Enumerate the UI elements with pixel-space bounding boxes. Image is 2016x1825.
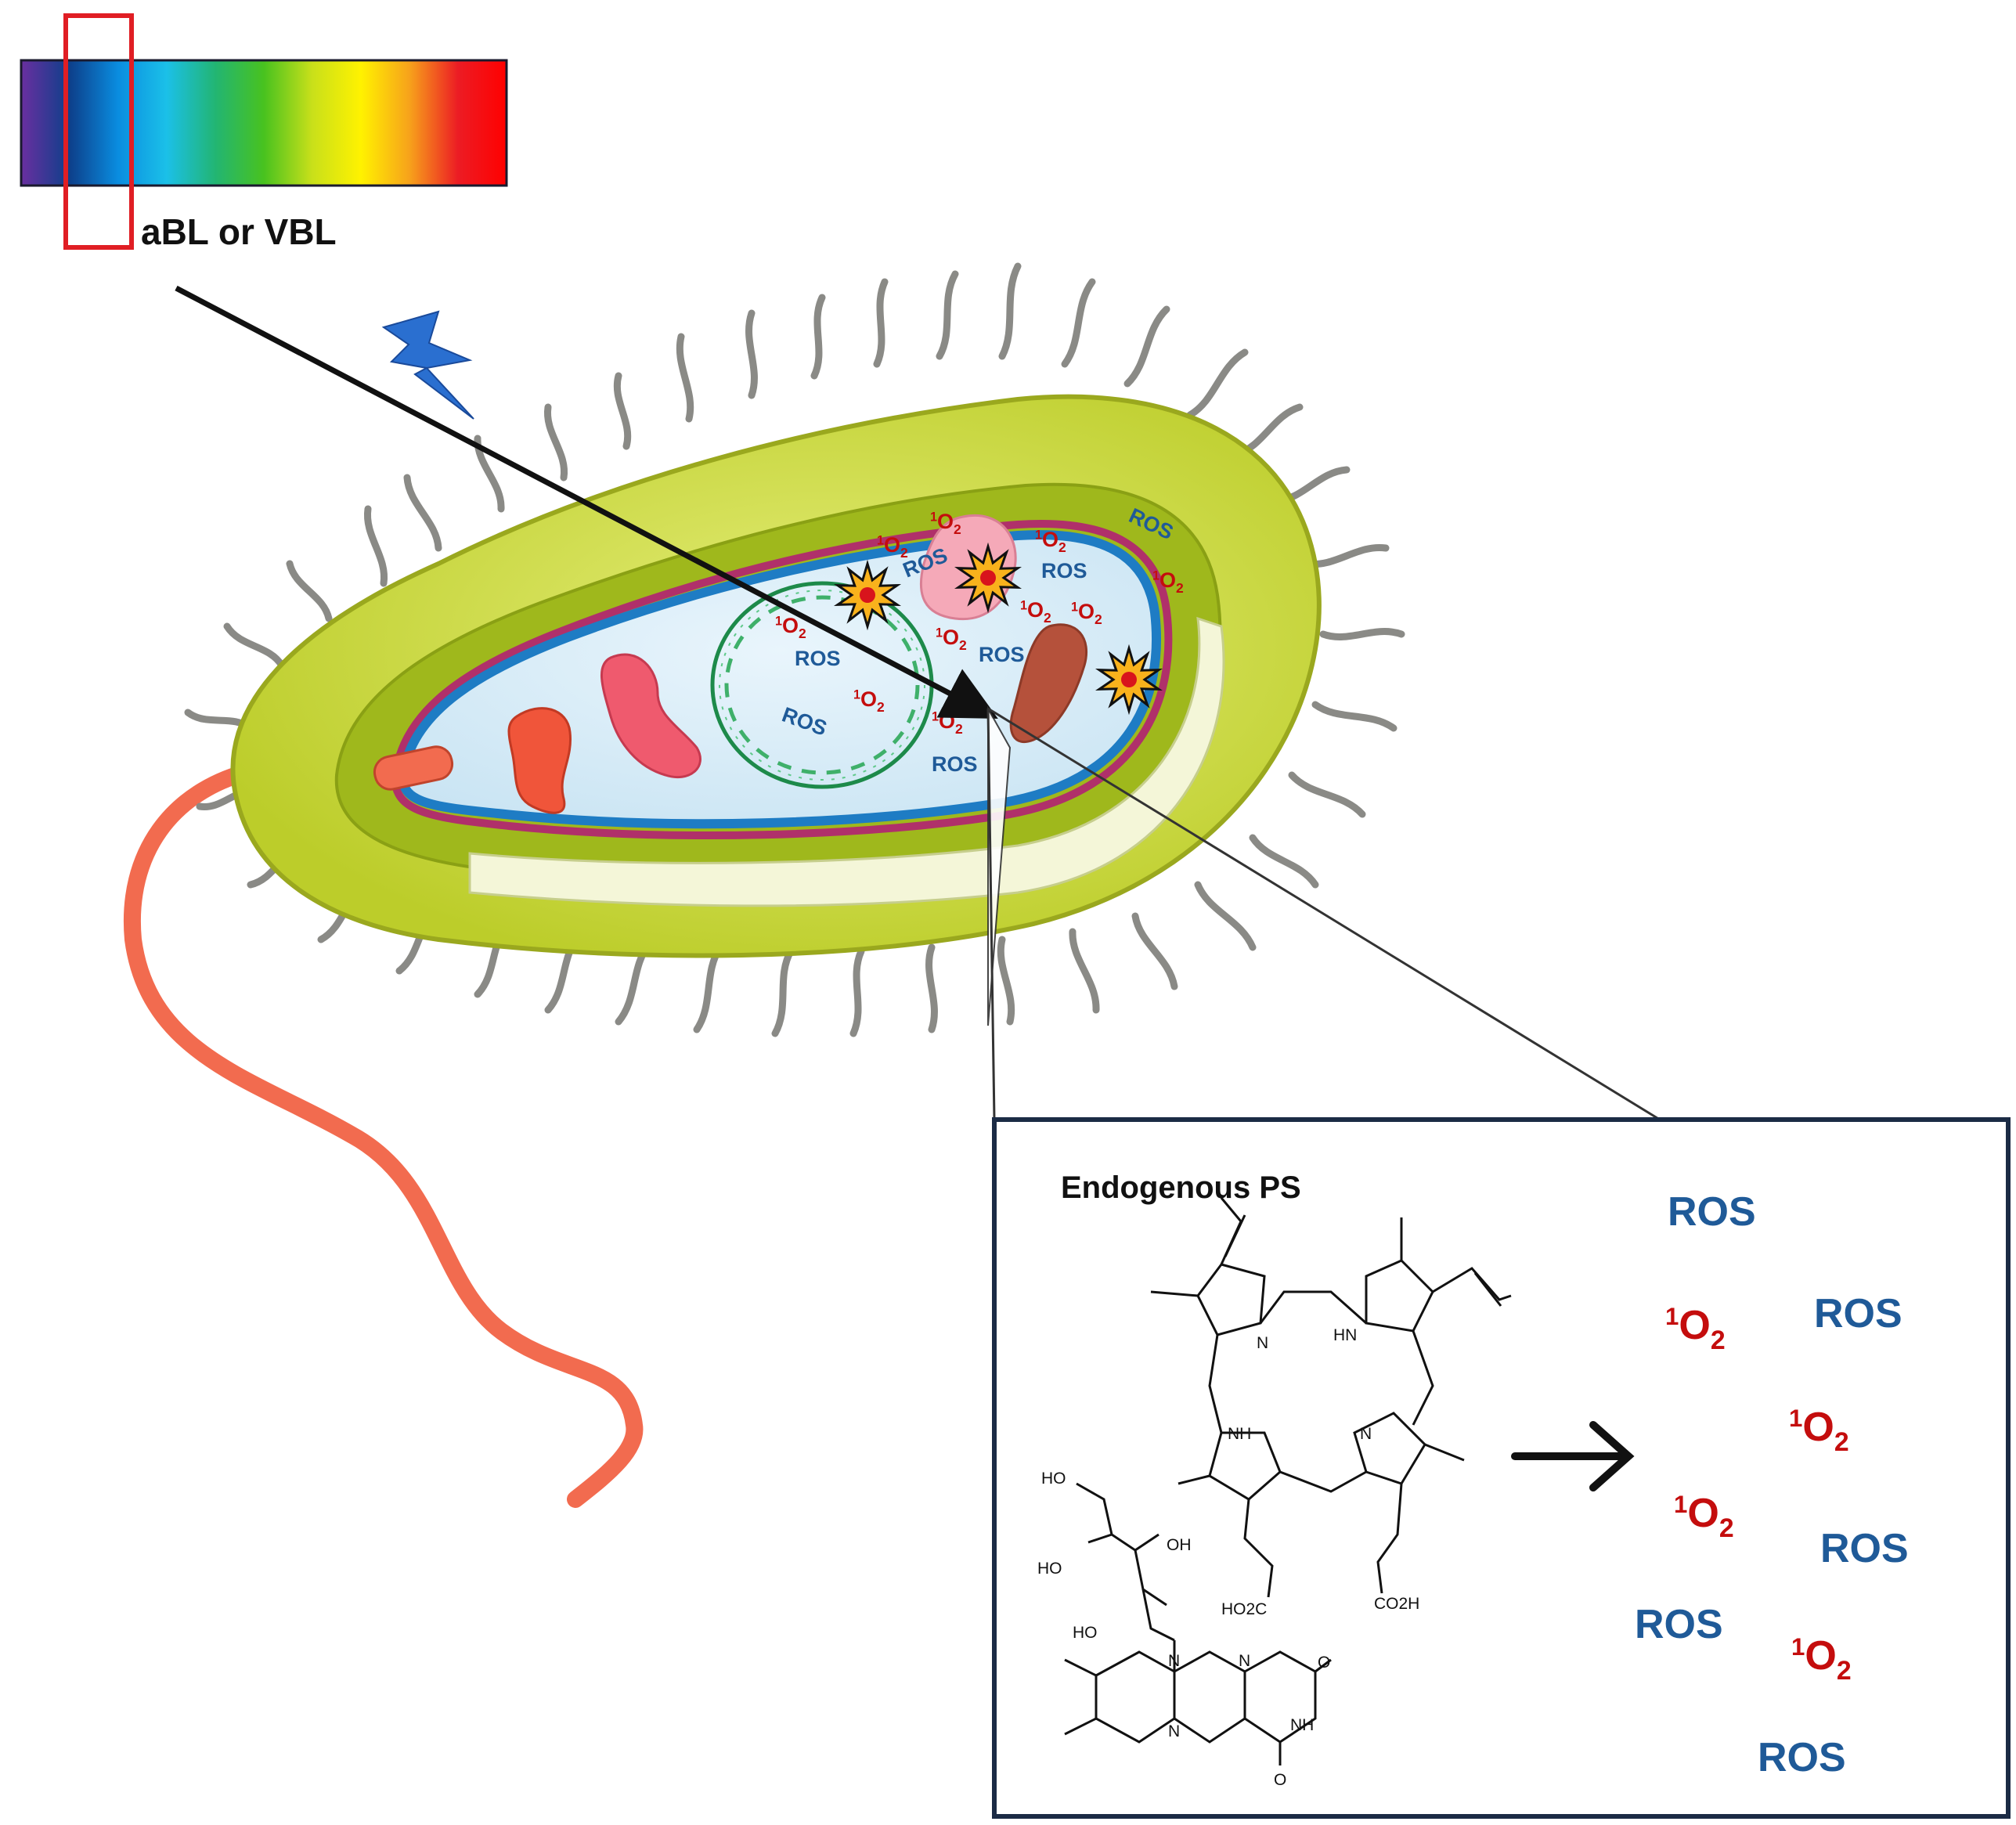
pilus: [810, 294, 826, 380]
chem-label-n: N: [1168, 1652, 1180, 1670]
cell-singlet-oxygen-label: 1O2: [930, 510, 961, 537]
chem-label-o: O: [1318, 1654, 1330, 1672]
pilus: [1194, 881, 1257, 951]
spectrum-label: aBL or VBL: [141, 211, 337, 252]
pilus: [1249, 834, 1319, 889]
oxidative-damage-bursts: [833, 542, 1163, 716]
pilus: [936, 270, 959, 360]
chem-label-n: N: [1360, 1425, 1372, 1443]
cell-singlet-oxygen-label: 1O2: [853, 687, 885, 715]
pilus: [771, 947, 795, 1037]
zoom-line-left: [986, 708, 996, 1120]
pilus: [745, 309, 758, 399]
chem-label-n: N: [1239, 1652, 1250, 1670]
pilus: [1061, 278, 1096, 368]
inset-singlet-oxygen-label: 1O2: [1791, 1633, 1852, 1686]
pilus: [1288, 771, 1366, 818]
pilus: [363, 505, 388, 587]
lightning-icon: [381, 310, 474, 420]
pilus: [1311, 701, 1397, 732]
pilus: [1319, 628, 1405, 640]
chem-label-ho: HO: [1037, 1560, 1062, 1578]
protein-orange: [507, 707, 572, 814]
pilus: [1131, 912, 1178, 990]
pilus: [693, 943, 724, 1033]
inset-ros-label: ROS: [1814, 1291, 1902, 1336]
pilus: [998, 262, 1022, 360]
pilus: [849, 947, 865, 1037]
chem-label-co2h: CO2H: [1374, 1595, 1419, 1613]
cell-singlet-oxygen-label: 1O2: [1152, 568, 1184, 596]
damage-burst-core-icon: [860, 587, 875, 603]
protein-brown: [1009, 623, 1088, 743]
endogenous-ps-inset: Endogenous PS N HN NH N HO2C CO2H: [992, 1117, 2011, 1819]
inset-ros-label: ROS: [1668, 1189, 1756, 1235]
spectrum-bar: [20, 59, 508, 187]
chem-label-n: N: [1168, 1722, 1180, 1740]
inset-singlet-oxygen-label: 1O2: [1674, 1491, 1734, 1543]
inset-singlet-oxygen-label: 1O2: [1789, 1405, 1849, 1457]
cell-singlet-oxygen-label: 1O2: [1035, 528, 1066, 555]
chem-label-hn: HN: [1333, 1326, 1357, 1344]
periplasm-light-band: [468, 616, 1225, 907]
inset-frame: [992, 1117, 2011, 1819]
pilus: [286, 560, 333, 622]
inset-singlet-oxygen-label: 1O2: [1665, 1303, 1726, 1355]
cell-singlet-oxygen-label: 1O2: [775, 614, 806, 641]
inset-title: Endogenous PS: [1061, 1170, 1301, 1205]
pilus: [403, 474, 442, 552]
chem-label-nh: NH: [1228, 1425, 1251, 1443]
outer-membrane: [391, 520, 1173, 839]
cell-singlet-oxygen-label: 1O2: [1020, 598, 1051, 626]
pilus: [613, 372, 632, 450]
membrane-channel: [373, 745, 454, 791]
chem-label-nh: NH: [1290, 1716, 1314, 1734]
chem-label-oh: OH: [1167, 1536, 1192, 1554]
flavin-structure: [1064, 1482, 1332, 1765]
light-spectrum: aBL or VBL: [20, 13, 508, 252]
blue-light-selection-box: [63, 13, 134, 250]
inset-ros-labels: ROS ROS ROS ROS ROS 1O2 1O2 1O2 1O2: [1635, 1189, 1909, 1780]
flagellum: [123, 763, 644, 1508]
light-penetration-arrow: [175, 285, 998, 719]
pilus: [543, 403, 568, 481]
pilus: [1186, 348, 1249, 419]
porphyrin-structure: [1150, 1197, 1512, 1598]
cell-singlet-oxygen-label: 1O2: [1071, 600, 1102, 627]
inset-ros-label: ROS: [1635, 1602, 1723, 1647]
pilus: [1069, 928, 1100, 1014]
reaction-arrow: [1511, 1421, 1635, 1491]
pilus: [925, 943, 938, 1033]
cell-ros-label: ROS: [795, 647, 841, 670]
chem-label-ho: HO: [1073, 1624, 1098, 1642]
damage-burst-core-icon: [980, 570, 996, 586]
chem-label-n: N: [1257, 1334, 1268, 1352]
inset-ros-label: ROS: [1758, 1735, 1846, 1780]
bacterial-cell: [230, 394, 1322, 958]
pilus: [676, 333, 694, 423]
cell-singlet-oxygen-label: 1O2: [877, 533, 908, 561]
cell-ros-label: ROS: [1041, 559, 1087, 582]
zoom-connector: [986, 705, 1661, 1121]
pilus: [1123, 305, 1170, 388]
pilus: [997, 936, 1015, 1026]
inset-ros-label: ROS: [1820, 1526, 1909, 1571]
cell-ros-label: ROS: [932, 752, 978, 776]
cell-ros-label: ROS: [979, 643, 1025, 666]
pilus: [1304, 543, 1390, 568]
cell-singlet-oxygen-label: 1O2: [936, 626, 967, 653]
chem-label-o: O: [1274, 1771, 1286, 1789]
protein-pink: [600, 653, 701, 779]
zoom-line-right: [987, 707, 1661, 1121]
pilus: [223, 622, 286, 669]
chem-label-ho2c: HO2C: [1221, 1600, 1267, 1618]
zoom-wedge: [987, 705, 1012, 1026]
chem-label-ho: HO: [1041, 1470, 1066, 1488]
damage-burst-core-icon: [1121, 672, 1137, 687]
pilus: [873, 278, 889, 368]
